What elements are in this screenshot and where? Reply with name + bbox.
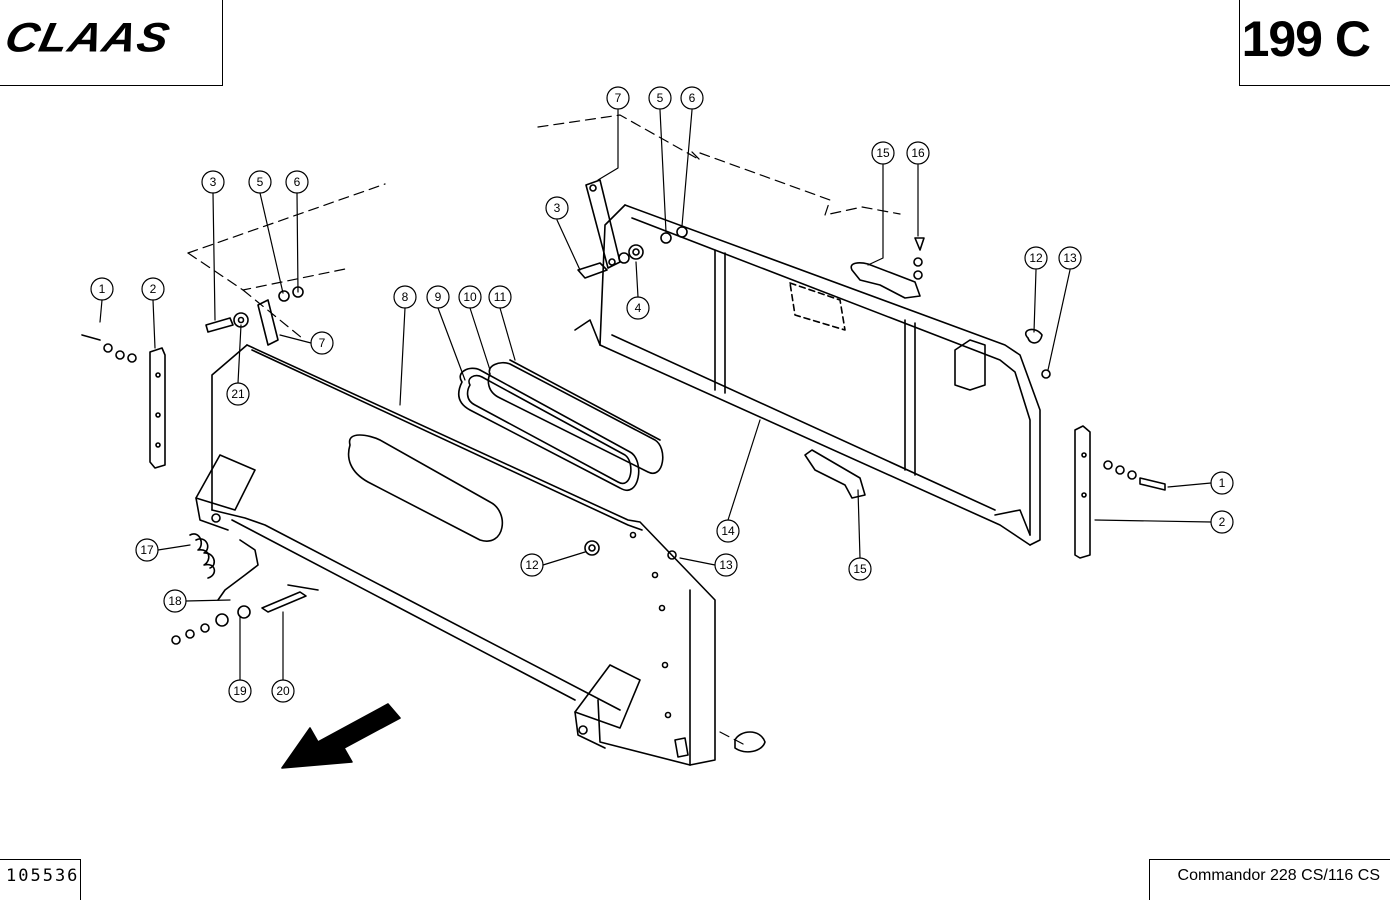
callout-7-right: 7	[615, 91, 622, 105]
rear-frame	[574, 204, 1041, 546]
callout-3-left: 3	[210, 175, 217, 189]
callout-12-left: 12	[525, 558, 539, 572]
callout-15-bottom: 15	[853, 562, 867, 576]
callout-21: 21	[231, 387, 245, 401]
callout-3-right: 3	[554, 201, 561, 215]
callout-13-left: 13	[719, 558, 733, 572]
callout-7-left: 7	[319, 336, 326, 350]
callout-4: 4	[635, 301, 642, 315]
drawing-number: 105536	[6, 866, 80, 886]
spring-and-bracket	[171, 533, 766, 753]
callout-6-left: 6	[294, 175, 301, 189]
window-seal-and-glass	[458, 359, 664, 491]
callout-14: 14	[721, 524, 735, 538]
callout-15-top: 15	[876, 146, 890, 160]
callout-layer	[90, 86, 1234, 703]
callout-5-right: 5	[657, 91, 664, 105]
header-brand-frame	[0, 0, 223, 86]
callout-9: 9	[435, 290, 442, 304]
callout-13-right: 13	[1063, 251, 1077, 265]
footer-right-frame	[1149, 859, 1390, 900]
callout-6-right: 6	[689, 91, 696, 105]
callout-2-right: 2	[1219, 515, 1226, 529]
direction-arrow	[281, 703, 401, 769]
model-designation: Commandor 228 CS/116 CS	[1177, 867, 1380, 884]
front-panel	[195, 344, 716, 766]
left-stay	[81, 286, 304, 469]
callout-18: 18	[168, 594, 182, 608]
callout-20: 20	[276, 684, 290, 698]
callout-labels: 1 2 3 5 6 21 7 8 9 10 11 17 18 19 20 12 …	[99, 91, 1226, 698]
callout-19: 19	[233, 684, 247, 698]
right-stay	[1074, 425, 1166, 559]
callout-8: 8	[402, 290, 409, 304]
header-page-frame	[1239, 0, 1390, 86]
callout-1-left: 1	[99, 282, 106, 296]
callout-2-left: 2	[150, 282, 157, 296]
callout-11: 11	[494, 290, 507, 304]
callout-16: 16	[911, 146, 925, 160]
dashed-guides	[187, 114, 901, 746]
callout-1-right: 1	[1219, 476, 1226, 490]
page-number: 199 C	[1241, 11, 1371, 67]
callout-10: 10	[463, 290, 477, 304]
rear-hinge-parts	[577, 179, 1051, 499]
footer-left-frame	[0, 859, 81, 900]
callout-5-left: 5	[257, 175, 264, 189]
callout-12-right: 12	[1029, 251, 1043, 265]
callout-17: 17	[140, 543, 154, 557]
